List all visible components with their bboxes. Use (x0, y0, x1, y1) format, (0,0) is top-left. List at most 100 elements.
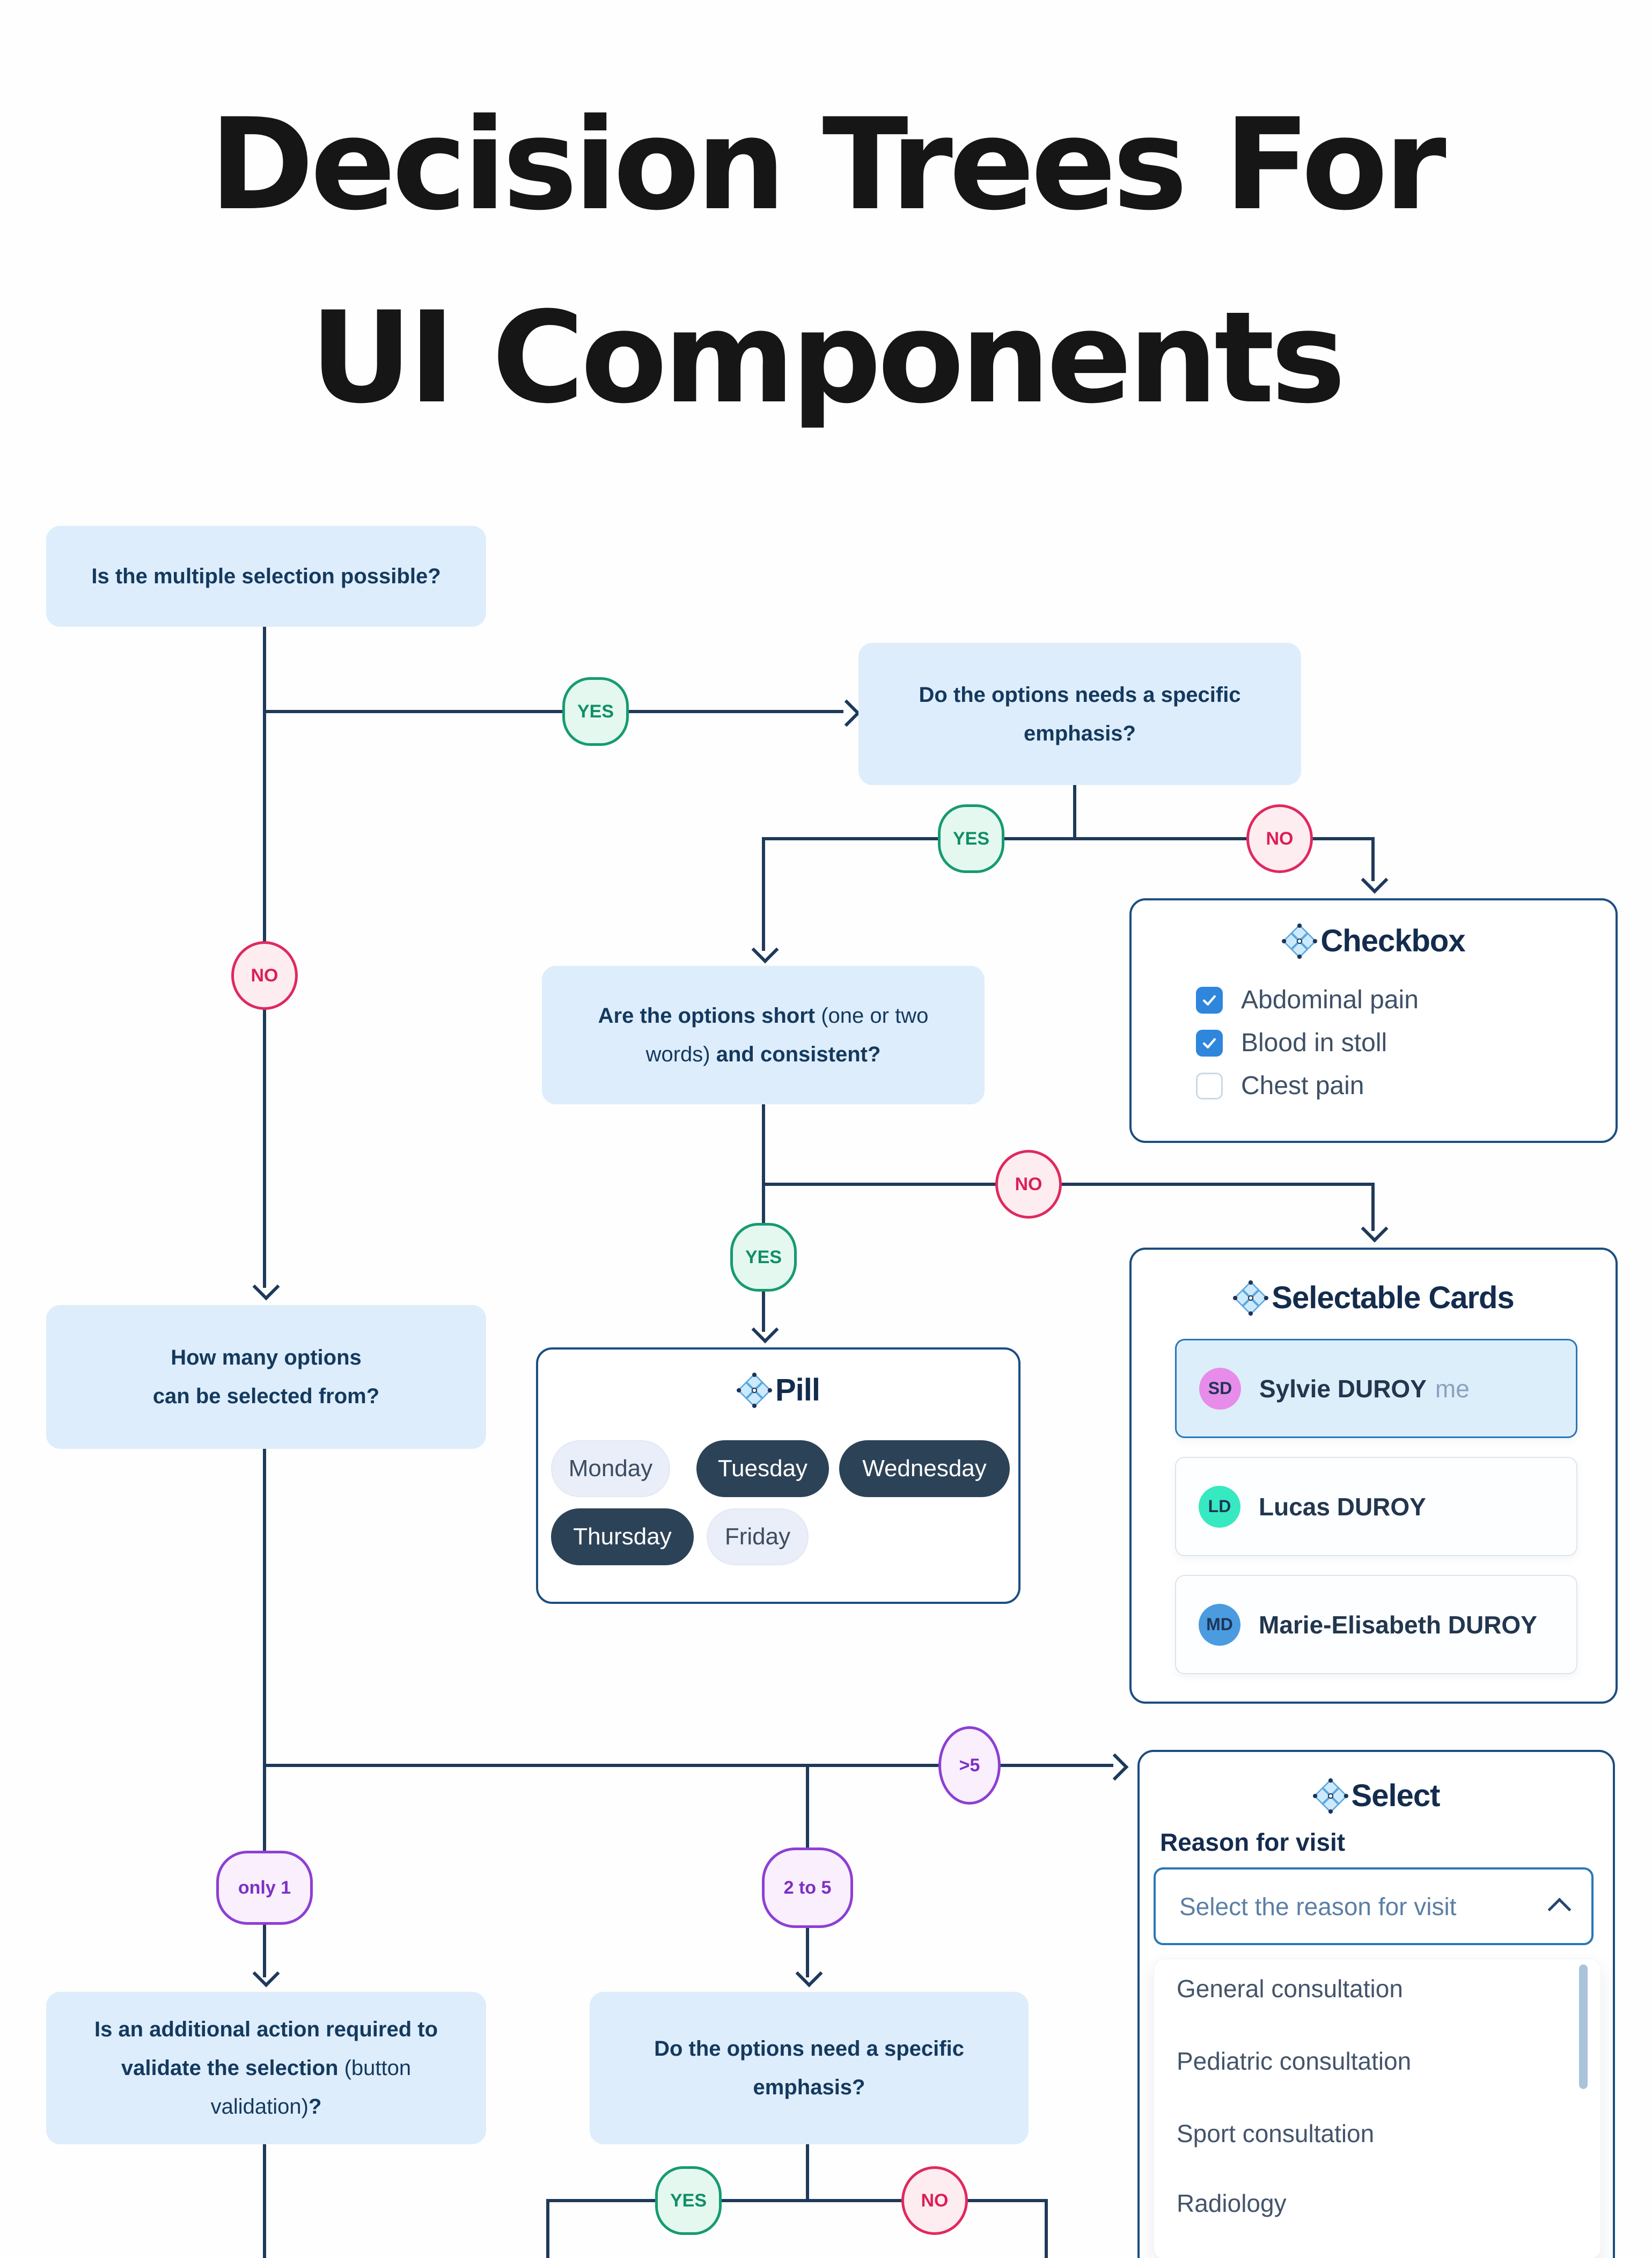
connector (762, 1104, 765, 1186)
connector (762, 837, 1375, 840)
connector (546, 2199, 1048, 2202)
badge-yes: YES (562, 677, 629, 746)
badge-only-1: only 1 (216, 1851, 313, 1925)
connector (1073, 785, 1076, 839)
select-trigger[interactable]: Select the reason for visit (1154, 1867, 1594, 1945)
checkbox-option[interactable]: Blood in stoll (1196, 1028, 1387, 1058)
select-dropdown-panel: General consultation Pediatric consultat… (1154, 1959, 1601, 2258)
decision-text: emphasis? (1024, 721, 1136, 745)
selectable-cards-title: Selectable Cards (1132, 1280, 1616, 1316)
badge-no: NO (1246, 804, 1313, 873)
avatar: LD (1199, 1485, 1240, 1528)
pill-tuesday[interactable]: Tuesday (696, 1440, 829, 1497)
card-name: Lucas DUROY (1259, 1492, 1426, 1521)
checkbox-component-card: Checkbox Abdominal pain Blood in stoll C… (1129, 898, 1618, 1143)
badge-yes: YES (730, 1223, 797, 1292)
card-name: Sylvie DUROY (1259, 1374, 1427, 1403)
connector (1371, 837, 1375, 881)
pill-component-card: Pill Monday Tuesday Wednesday Thursday F… (536, 1347, 1020, 1604)
select-card-title: Select (1140, 1778, 1613, 1814)
selectable-card-sylvie[interactable]: SD Sylvie DUROY me (1175, 1339, 1577, 1438)
select-placeholder: Select the reason for visit (1179, 1892, 1457, 1920)
connector (762, 837, 765, 951)
component-diamond-icon (1233, 1280, 1269, 1316)
page-title-line1: Decision Trees For (209, 92, 1446, 238)
checkbox-card-title: Checkbox (1132, 923, 1616, 959)
selectable-card-lucas[interactable]: LD Lucas DUROY (1175, 1457, 1577, 1556)
avatar: SD (1199, 1367, 1241, 1410)
arrow-down-icon (252, 1960, 280, 1988)
connector (762, 1183, 1375, 1186)
chevron-up-icon[interactable] (1547, 1897, 1572, 1922)
arrow-right-icon (1101, 1753, 1129, 1781)
decision-how-many-options: How many options can be selected from? (46, 1305, 486, 1449)
checkbox-checked-icon[interactable] (1196, 986, 1223, 1014)
decision-text: validate the selection (button (121, 2056, 412, 2080)
decision-emphasis-2: Do the options need a specific emphasis? (590, 1992, 1029, 2144)
decision-text: can be selected from? (152, 1384, 380, 1408)
connector (1045, 2199, 1048, 2258)
card-name: Marie-Elisabeth DUROY (1259, 1610, 1537, 1639)
connector (1371, 1183, 1375, 1231)
decision-text: Do the options needs a specific (919, 683, 1241, 707)
pill-monday[interactable]: Monday (551, 1440, 670, 1497)
badge-yes: YES (655, 2166, 722, 2235)
decision-text: words) and consistent? (645, 1043, 881, 1066)
arrow-down-icon (252, 1273, 280, 1301)
connector (546, 2199, 549, 2258)
dropdown-scrollbar[interactable] (1579, 1964, 1588, 2089)
checkbox-checked-icon[interactable] (1196, 1029, 1223, 1057)
decision-text: Is the multiple selection possible? (91, 564, 441, 588)
checkbox-unchecked-icon[interactable] (1196, 1072, 1223, 1099)
card-title-text: Pill (775, 1373, 820, 1407)
checkbox-label: Chest pain (1241, 1072, 1364, 1100)
pill-friday[interactable]: Friday (707, 1508, 809, 1565)
select-option[interactable]: Sport consultation (1177, 2120, 1375, 2147)
card-title-text: Checkbox (1320, 923, 1465, 958)
pill-card-title: Pill (538, 1372, 1018, 1408)
checkbox-label: Blood in stoll (1241, 1029, 1387, 1057)
badge-no: NO (901, 2166, 968, 2235)
avatar: MD (1199, 1603, 1240, 1646)
card-title-text: Select (1351, 1778, 1441, 1813)
decision-multiple-selection: Is the multiple selection possible? (46, 526, 486, 627)
connector (263, 2144, 266, 2258)
decision-text: How many options (171, 1346, 362, 1369)
selectable-card-marie[interactable]: MD Marie-Elisabeth DUROY (1175, 1575, 1577, 1674)
badge-more-than-5: >5 (938, 1726, 1001, 1805)
component-diamond-icon (1282, 923, 1318, 959)
connector (263, 1764, 1113, 1767)
badge-no: NO (995, 1150, 1062, 1219)
arrow-down-icon (795, 1960, 823, 1988)
arrow-down-icon (1361, 866, 1389, 894)
pill-thursday[interactable]: Thursday (551, 1508, 694, 1565)
badge-2-to-5: 2 to 5 (762, 1848, 853, 1928)
select-option[interactable]: General consultation (1177, 1975, 1403, 2003)
checkbox-option[interactable]: Chest pain (1196, 1071, 1364, 1101)
decision-text: Are the options short (one or two (598, 1004, 929, 1028)
connector (263, 710, 843, 713)
badge-no: NO (231, 941, 298, 1010)
arrow-down-icon (751, 1316, 779, 1344)
arrow-right-icon (833, 699, 861, 727)
decision-validation-action: Is an additional action required to vali… (46, 1992, 486, 2144)
page-title-line2: UI Components (310, 285, 1346, 431)
card-title-text: Selectable Cards (1272, 1280, 1514, 1315)
pill-wednesday[interactable]: Wednesday (839, 1440, 1010, 1497)
select-option[interactable]: Pediatric consultation (1177, 2047, 1412, 2075)
decision-text: Is an additional action required to (94, 2018, 438, 2041)
connector (263, 1449, 266, 1977)
arrow-down-icon (751, 936, 779, 964)
select-option[interactable]: Radiology (1177, 2189, 1287, 2217)
decision-emphasis-1: Do the options needs a specific emphasis… (858, 643, 1301, 785)
badge-yes: YES (938, 804, 1004, 873)
card-suffix: me (1435, 1374, 1470, 1403)
checkbox-option[interactable]: Abdominal pain (1196, 985, 1419, 1015)
component-diamond-icon (736, 1372, 772, 1408)
decision-options-short: Are the options short (one or two words)… (542, 966, 985, 1104)
component-diamond-icon (1312, 1778, 1348, 1814)
arrow-down-icon (1361, 1215, 1389, 1243)
decision-text: validation)? (210, 2095, 322, 2118)
connector (806, 2144, 809, 2202)
